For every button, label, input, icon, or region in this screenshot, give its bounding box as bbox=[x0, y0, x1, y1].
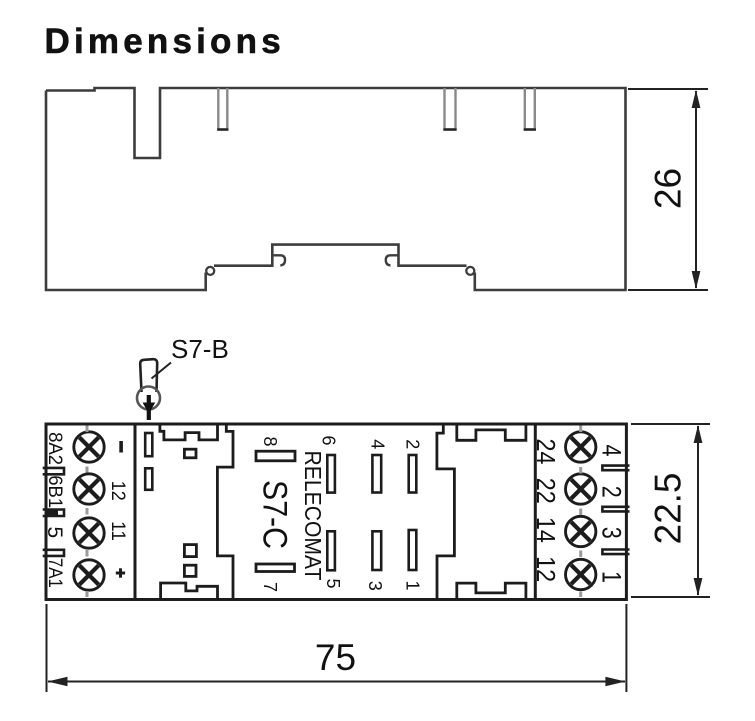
svg-text:3: 3 bbox=[365, 581, 385, 591]
svg-text:S7-B: S7-B bbox=[171, 334, 229, 364]
svg-text:7A1: 7A1 bbox=[44, 558, 65, 588]
svg-text:4: 4 bbox=[368, 439, 388, 449]
svg-text:1: 1 bbox=[597, 571, 627, 583]
svg-text:6: 6 bbox=[319, 435, 339, 445]
svg-text:1: 1 bbox=[403, 580, 423, 590]
svg-text:12: 12 bbox=[107, 481, 128, 501]
svg-text:11: 11 bbox=[107, 521, 128, 541]
svg-text:75: 75 bbox=[315, 637, 356, 678]
svg-text:14: 14 bbox=[531, 517, 561, 543]
svg-text:5: 5 bbox=[43, 526, 66, 538]
svg-text:2: 2 bbox=[403, 439, 423, 449]
svg-text:22: 22 bbox=[531, 478, 561, 504]
svg-text:22.5: 22.5 bbox=[648, 472, 689, 544]
svg-text:12: 12 bbox=[531, 556, 561, 582]
svg-text:8: 8 bbox=[260, 436, 280, 446]
svg-text:Dimensions: Dimensions bbox=[45, 22, 285, 61]
svg-text:3: 3 bbox=[597, 527, 627, 539]
svg-text:24: 24 bbox=[531, 439, 561, 465]
svg-text:6B1: 6B1 bbox=[44, 475, 65, 508]
svg-text:7: 7 bbox=[260, 582, 280, 592]
svg-text:26: 26 bbox=[648, 168, 689, 209]
svg-text:2: 2 bbox=[597, 486, 627, 498]
svg-text:8A2: 8A2 bbox=[44, 432, 65, 465]
svg-text:5: 5 bbox=[323, 578, 343, 588]
svg-text:4: 4 bbox=[597, 445, 627, 457]
svg-text:RELECOMAT: RELECOMAT bbox=[300, 451, 326, 581]
svg-text:S7-C: S7-C bbox=[256, 480, 294, 549]
